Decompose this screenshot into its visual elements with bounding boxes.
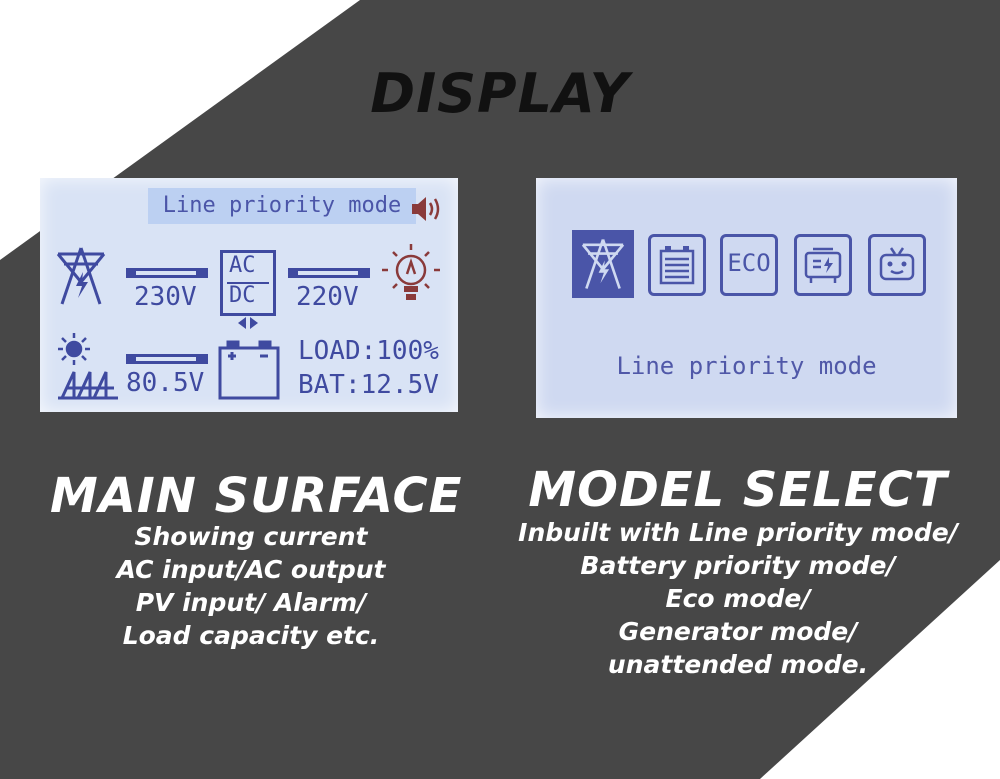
output-voltage: 220V xyxy=(296,282,359,312)
tower-icon xyxy=(581,239,625,289)
mode-caption-title: MODEL SELECT xyxy=(528,462,948,518)
mode-eco[interactable]: ECO xyxy=(720,234,778,296)
main-display-panel: Line priority mode 230V AC DC 220 xyxy=(40,178,458,412)
convert-arrows-icon xyxy=(238,317,258,329)
mode-caption-line: Generator mode/ xyxy=(618,617,858,646)
mode-line-priority[interactable] xyxy=(572,230,634,298)
tower-icon xyxy=(56,247,106,305)
main-caption-line: AC input/AC output xyxy=(116,555,386,584)
pv-voltage: 80.5V xyxy=(126,368,205,398)
solar-panel-icon xyxy=(58,371,118,400)
bulb-icon xyxy=(382,244,440,300)
battery-icon xyxy=(218,340,280,400)
sun-icon xyxy=(58,333,90,365)
battery-mode-icon xyxy=(659,246,695,285)
mode-generator[interactable] xyxy=(794,234,852,296)
dc-label: DC xyxy=(229,283,256,308)
mode-caption-line: Eco mode/ xyxy=(665,584,811,613)
speaker-icon xyxy=(412,197,440,221)
headline: DISPLAY xyxy=(370,62,630,125)
mode-display-panel: ECO Line priori xyxy=(536,178,957,418)
main-caption-line: Load capacity etc. xyxy=(122,621,380,650)
mode-label: Line priority mode xyxy=(148,188,416,224)
input-flow-bar xyxy=(126,268,208,278)
mode-label: Line priority mode xyxy=(616,352,877,380)
ac-label: AC xyxy=(229,253,256,278)
mode-caption-line: Battery priority mode/ xyxy=(580,551,896,580)
output-flow-bar xyxy=(288,268,370,278)
main-caption-line: Showing current xyxy=(134,522,368,551)
main-caption-description: Showing current AC input/AC output PV in… xyxy=(50,520,452,652)
mode-unattended[interactable] xyxy=(868,234,926,296)
main-caption-line: PV input/ Alarm/ xyxy=(135,588,367,617)
mode-caption-line: Inbuilt with Line priority mode/ xyxy=(518,518,958,547)
input-voltage: 230V xyxy=(134,282,197,312)
generator-icon xyxy=(804,247,842,283)
pv-flow-bar xyxy=(126,354,208,364)
mode-battery-priority[interactable] xyxy=(648,234,706,296)
main-caption-title: MAIN SURFACE xyxy=(50,468,463,524)
ac-dc-box: AC DC xyxy=(220,250,276,316)
eco-mode-icon: ECO xyxy=(727,249,771,277)
battery-label: BAT:12.5V xyxy=(298,370,439,400)
robot-icon xyxy=(879,247,915,281)
mode-caption-line: unattended mode. xyxy=(607,650,869,679)
load-label: LOAD:100% xyxy=(298,336,439,366)
mode-caption-description: Inbuilt with Line priority mode/ Battery… xyxy=(518,516,958,681)
